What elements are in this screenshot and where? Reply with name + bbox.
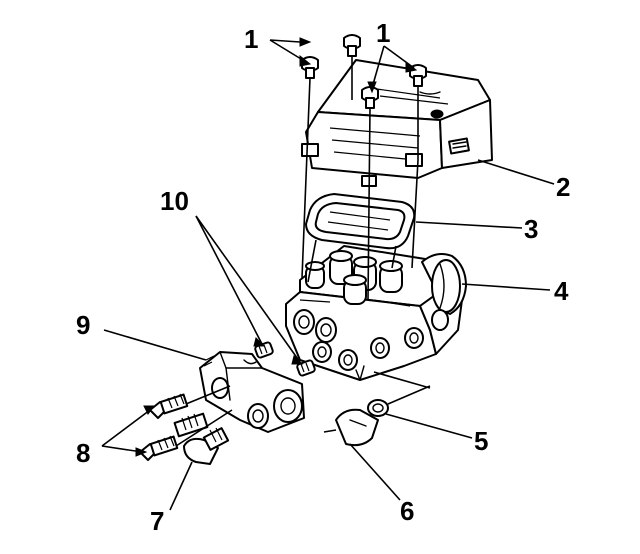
callout-7: 7: [150, 506, 164, 536]
part-8-bolts: [139, 385, 233, 461]
part-5-6-switch: [323, 385, 431, 447]
callout-2: 2: [556, 172, 570, 202]
callout-8: 8: [76, 438, 90, 468]
callout-10: 10: [160, 186, 189, 216]
part-9-adapter-body: [199, 351, 305, 433]
callout-3: 3: [524, 214, 538, 244]
part-2-cover: [301, 59, 493, 187]
callout-4: 4: [554, 276, 569, 306]
callout-leaders: [101, 37, 555, 511]
assembly-lines: [301, 56, 431, 389]
part-3-gasket: [305, 193, 416, 250]
part-4-modulator-body: [285, 245, 467, 381]
part-7-plug: [183, 427, 230, 465]
callout-1-right: 1: [376, 18, 390, 48]
callout-1-left: 1: [244, 24, 258, 54]
callout-labels: 1 1 2 3 4 5 6 7 8 9 10: [76, 18, 570, 536]
callout-9: 9: [76, 310, 90, 340]
callout-5: 5: [474, 426, 488, 456]
callout-6: 6: [400, 496, 414, 526]
